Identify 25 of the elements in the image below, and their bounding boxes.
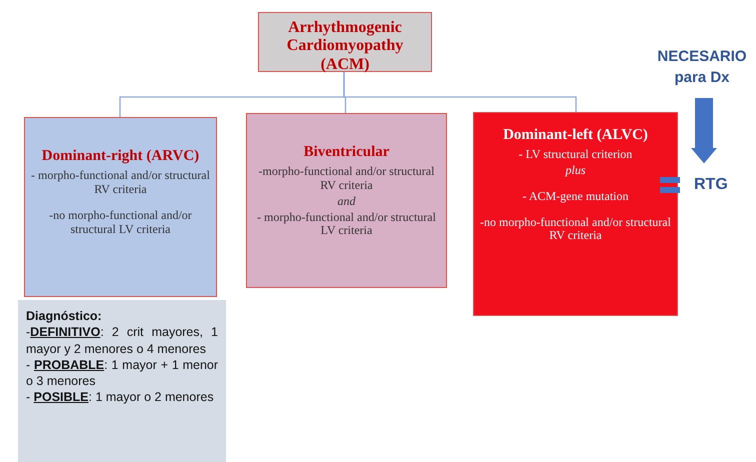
category-box bbox=[258, 12, 432, 72]
criteria-text: - LV structural criterion bbox=[518, 148, 634, 162]
category-box bbox=[246, 113, 447, 288]
note-box bbox=[18, 300, 226, 462]
criteria-text: - morpho-functional and/or structural LV criteria bbox=[256, 210, 437, 238]
block-arrow bbox=[691, 98, 717, 164]
criteria-text: - POSIBLE: 1 mayor o 2 menores bbox=[26, 389, 215, 406]
connector-line bbox=[343, 72, 577, 112]
connector-word: and bbox=[336, 194, 356, 209]
box-title: Dominant-right (ARVC) bbox=[40, 148, 200, 166]
criteria-text: - ACM-gene mutation bbox=[522, 190, 630, 204]
note-text: NECESARIO para Dx bbox=[656, 47, 748, 88]
criteria-text: -no morpho-functional and/or structural RV criteria bbox=[480, 216, 671, 244]
criteria-text: - morpho-functional and/or structural RV criteria bbox=[30, 169, 211, 197]
box-title: Arrhythmogenic Cardiomyopathy (ACM) bbox=[286, 19, 404, 74]
category-box bbox=[473, 112, 678, 316]
box-title: Dominant-left (ALVC) bbox=[502, 127, 649, 144]
result-label: RTG bbox=[694, 175, 728, 195]
criteria-text: -DEFINITIVO: 2 crit mayores, 1 mayor y 2 menores o 4 menores bbox=[26, 324, 218, 357]
criteria-text: -no morpho-functional and/or structural LV criteria bbox=[48, 208, 193, 236]
box-title: Biventricular bbox=[302, 144, 390, 162]
note-heading: Diagnóstico: bbox=[26, 308, 103, 324]
connector-word: plus bbox=[564, 164, 586, 178]
category-box bbox=[24, 117, 217, 297]
criteria-text: - PROBABLE: 1 mayor + 1 menor o 3 menores bbox=[26, 356, 218, 390]
